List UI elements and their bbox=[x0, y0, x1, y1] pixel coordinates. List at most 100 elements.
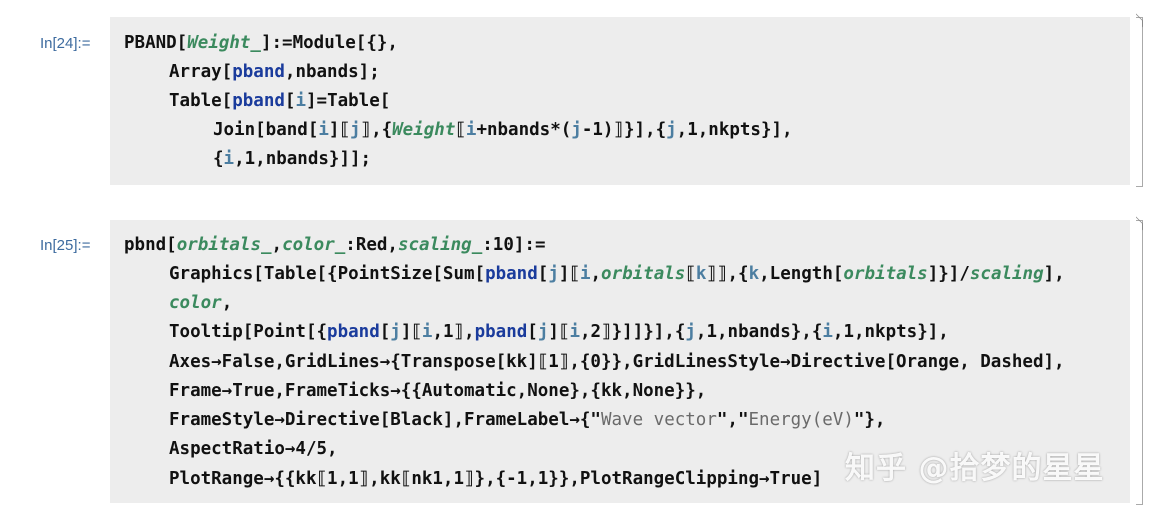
code-token: i bbox=[822, 322, 833, 342]
code-line: Table[pband[i]=Table[ bbox=[169, 91, 390, 111]
code-token: Energy(eV) bbox=[748, 410, 854, 430]
code-token: k bbox=[748, 264, 760, 284]
code-token: { bbox=[213, 149, 224, 169]
code-token: :Red, bbox=[345, 235, 398, 255]
code-token: ,Length[ bbox=[759, 264, 844, 284]
code-token: , bbox=[271, 235, 283, 255]
code-token: Graphics[Table[{PointSize[Sum[ bbox=[169, 264, 486, 284]
code-line: {i,1,nbands}]]; bbox=[213, 149, 371, 169]
code-token: AspectRatio→4/5, bbox=[169, 439, 338, 459]
code-token: orbitals_ bbox=[176, 235, 272, 255]
code-token: Weight_ bbox=[187, 33, 261, 53]
code-token: +nbands*( bbox=[476, 120, 572, 140]
code-token: ⟦ bbox=[685, 264, 696, 284]
code-token: Array[ bbox=[169, 62, 233, 82]
code-line: color, bbox=[169, 293, 232, 313]
code-token: FrameStyle→Directive[Black],FrameLabel→{… bbox=[169, 410, 601, 430]
code-token: -1)⟧}],{ bbox=[581, 120, 667, 140]
watermark-text: 知乎 @拾梦的星星 bbox=[845, 451, 1105, 486]
code-token: , bbox=[590, 264, 602, 284]
code-line: Frame→True,FrameTicks→{{Automatic,None},… bbox=[169, 381, 706, 401]
code-token: [ bbox=[527, 322, 538, 342]
code-line: Array[pband,nbands]; bbox=[169, 62, 380, 82]
code-token: ,1,nbands},{ bbox=[695, 322, 823, 342]
code-token: ], bbox=[1043, 264, 1065, 284]
code-token: j bbox=[537, 322, 549, 342]
code-token: i bbox=[465, 120, 477, 140]
code-token: j bbox=[349, 120, 361, 140]
code-token: ]⟦ bbox=[400, 322, 422, 342]
code-line: Tooltip[Point[{pband[j]⟦i,1⟧,pband[j]⟦i,… bbox=[169, 322, 949, 342]
code-token: ]⟦ bbox=[558, 264, 580, 284]
code-token: "," bbox=[716, 410, 749, 430]
code-token: orbitals bbox=[601, 264, 686, 284]
code-token: pbnd[ bbox=[124, 235, 177, 255]
code-line: Graphics[Table[{PointSize[Sum[pband[j]⟦i… bbox=[169, 264, 1065, 284]
cell-bracket[interactable] bbox=[1136, 13, 1143, 187]
code-token: pband bbox=[485, 264, 538, 284]
code-token: "}, bbox=[853, 410, 886, 430]
code-line: FrameStyle→Directive[Black],FrameLabel→{… bbox=[169, 410, 885, 430]
code-line: Join[band[i]⟦j⟧,{Weight⟦i+nbands*(j-1)⟧}… bbox=[213, 120, 793, 140]
code-token: k bbox=[695, 264, 707, 284]
code-line: PBAND[Weight_]:=Module[{}, bbox=[124, 33, 398, 53]
code-token: i bbox=[318, 120, 329, 140]
code-token: [ bbox=[284, 91, 296, 111]
code-token: j bbox=[548, 264, 559, 284]
code-token: Weight bbox=[392, 120, 456, 140]
code-line: pbnd[orbitals_,color_:Red,scaling_:10]:= bbox=[124, 235, 545, 255]
code-input-area[interactable] bbox=[110, 17, 1130, 185]
code-token: ,1,nkpts}], bbox=[832, 322, 949, 342]
code-token: [ bbox=[379, 322, 391, 342]
code-token: orbitals bbox=[843, 264, 928, 284]
code-token: j bbox=[571, 120, 582, 140]
code-token: i bbox=[295, 91, 306, 111]
code-token: PlotRange→{{kk⟦1,1⟧,kk⟦nk1,1⟧},{-1,1}},P… bbox=[169, 469, 823, 489]
cell-bracket[interactable] bbox=[1136, 216, 1143, 505]
code-token: color_ bbox=[282, 235, 346, 255]
code-token: ⟦ bbox=[455, 120, 466, 140]
code-token: ,2⟧}]]}],{ bbox=[580, 322, 686, 342]
code-token: Frame→True,FrameTicks→{{Automatic,None},… bbox=[169, 381, 707, 401]
code-token: i bbox=[569, 322, 581, 342]
code-token: ,1,nbands}]]; bbox=[234, 149, 372, 169]
code-token: j bbox=[685, 322, 696, 342]
code-token: i bbox=[421, 322, 433, 342]
code-line: Axes→False,GridLines→{Transpose[kk]⟦1⟧,{… bbox=[169, 352, 1065, 372]
code-token: pband bbox=[232, 91, 285, 111]
code-token: scaling_ bbox=[397, 235, 483, 255]
code-token: ,nbands]; bbox=[284, 62, 380, 82]
code-token: Join[band[ bbox=[213, 120, 319, 140]
code-line: PlotRange→{{kk⟦1,1⟧,kk⟦nk1,1⟧},{-1,1}},P… bbox=[169, 469, 822, 489]
code-token: [ bbox=[537, 264, 549, 284]
code-token: ]}]/ bbox=[927, 264, 970, 284]
code-token: :10]:= bbox=[482, 235, 546, 255]
code-token: Wave vector bbox=[600, 410, 717, 430]
code-token: i bbox=[223, 149, 235, 169]
code-token: j bbox=[390, 322, 401, 342]
code-token: scaling bbox=[969, 264, 1044, 284]
code-token: ⟧,{ bbox=[360, 120, 393, 140]
cell-label: In[24]:= bbox=[40, 35, 91, 52]
code-token: , bbox=[221, 293, 233, 313]
input-cell-24[interactable]: In[24]:= PBAND[Weight_]:=Module[{}, Arra… bbox=[0, 0, 1162, 200]
code-token: pband bbox=[232, 62, 285, 82]
code-token: pband bbox=[327, 322, 380, 342]
code-token: Table[ bbox=[169, 91, 233, 111]
code-token: ]:=Module[{}, bbox=[260, 33, 398, 53]
code-token: ]⟦ bbox=[548, 322, 570, 342]
code-input-area[interactable] bbox=[110, 220, 1130, 503]
code-token: j bbox=[666, 120, 677, 140]
cell-label: In[25]:= bbox=[40, 237, 91, 254]
code-token: ]=Table[ bbox=[306, 91, 391, 111]
code-line: AspectRatio→4/5, bbox=[169, 439, 338, 459]
code-token: ⟧⟧,{ bbox=[706, 264, 749, 284]
code-token: Tooltip[Point[{ bbox=[169, 322, 328, 342]
code-token: Axes→False,GridLines→{Transpose[kk]⟦1⟧,{… bbox=[169, 352, 1065, 372]
code-token: pband bbox=[474, 322, 528, 342]
code-token: i bbox=[579, 264, 591, 284]
code-token: PBAND[ bbox=[124, 33, 188, 53]
code-token: ,1,nkpts}], bbox=[676, 120, 793, 140]
code-token: ]⟦ bbox=[328, 120, 350, 140]
